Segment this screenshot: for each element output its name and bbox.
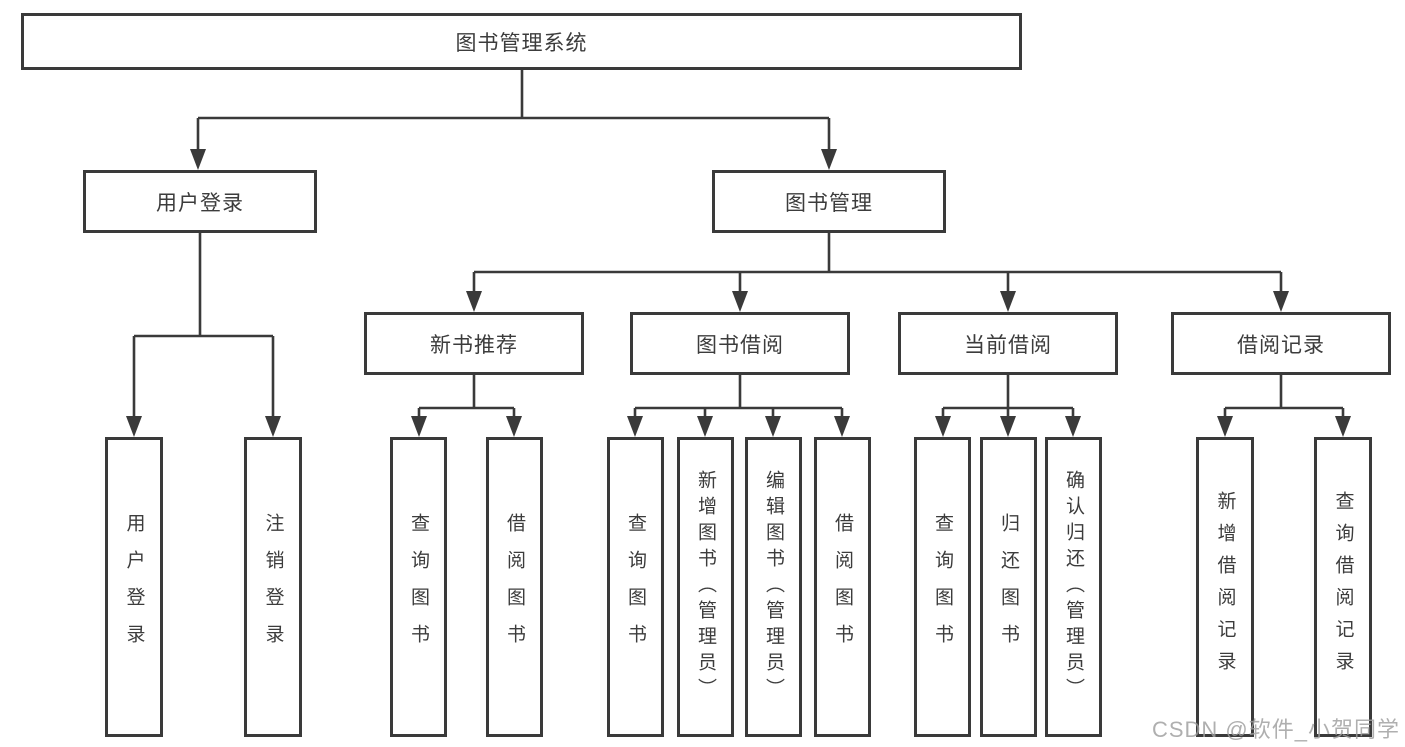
node-library-management-system: 图书管理系统 — [21, 13, 1022, 70]
node-book-borrowing: 图书借阅 — [630, 312, 850, 375]
leaf-borrow-books-recommend: 借阅图书 — [486, 437, 543, 737]
arrowheads — [126, 149, 1351, 437]
node-new-book-recommendation: 新书推荐 — [364, 312, 584, 375]
node-book-management: 图书管理 — [712, 170, 946, 233]
node-borrowing-records: 借阅记录 — [1171, 312, 1391, 375]
leaf-query-books-current: 查询图书 — [914, 437, 971, 737]
leaf-borrow-books: 借阅图书 — [814, 437, 871, 737]
leaf-logout: 注销登录 — [244, 437, 302, 737]
leaf-return-books: 归还图书 — [980, 437, 1037, 737]
leaf-add-books-admin: 新增图书（管理员） — [677, 437, 734, 737]
csdn-watermark: CSDN @软件_小贺同学 — [1151, 717, 1400, 742]
leaf-query-books-borrowing: 查询图书 — [607, 437, 664, 737]
leaf-add-borrow-record: 新增借阅记录 — [1196, 437, 1254, 737]
node-current-borrowing: 当前借阅 — [898, 312, 1118, 375]
node-user-login: 用户登录 — [83, 170, 317, 233]
leaf-query-borrow-record: 查询借阅记录 — [1314, 437, 1372, 737]
leaf-confirm-return-admin: 确认归还（管理员） — [1045, 437, 1102, 737]
leaf-edit-books-admin: 编辑图书（管理员） — [745, 437, 802, 737]
leaf-user-login: 用户登录 — [105, 437, 163, 737]
leaf-query-books-recommend: 查询图书 — [390, 437, 447, 737]
